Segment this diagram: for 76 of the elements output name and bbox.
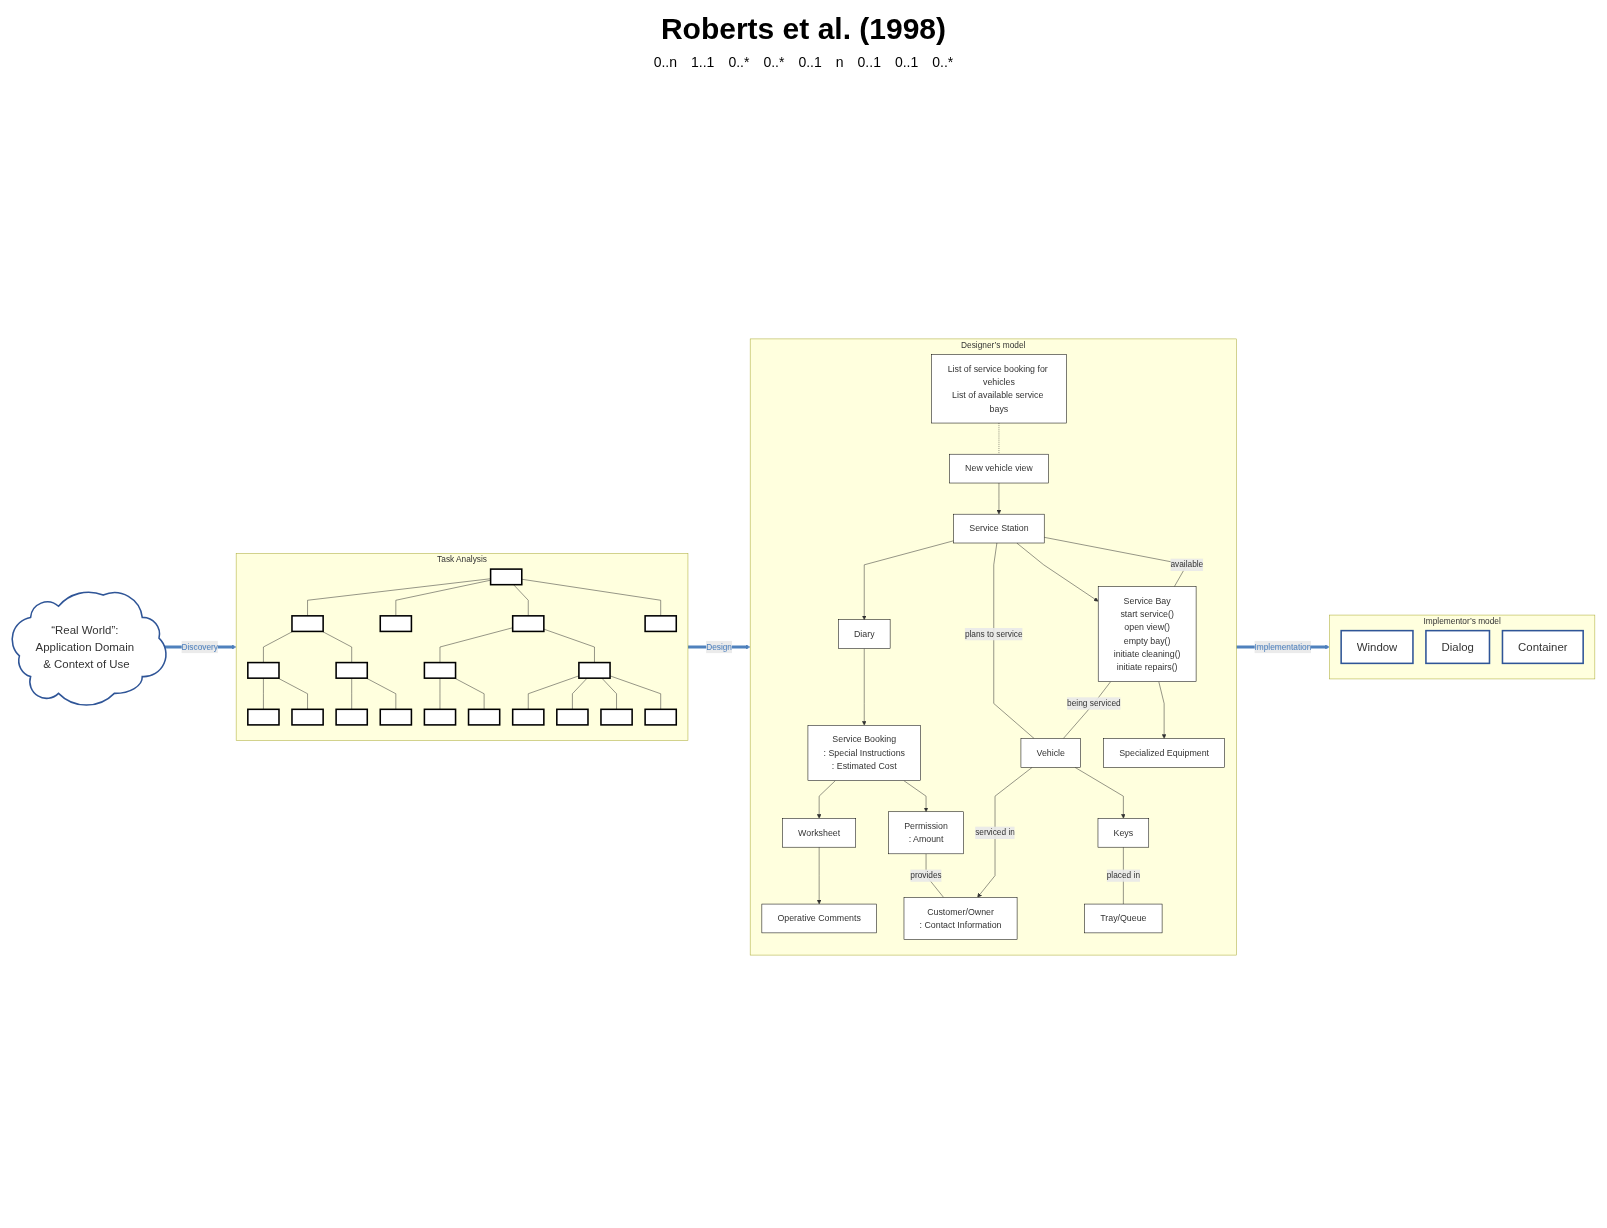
node-box: Keys xyxy=(1097,818,1149,848)
connector xyxy=(528,675,580,710)
node-box: New vehicle view xyxy=(949,453,1049,484)
multiplicity-label: 0..* xyxy=(763,54,785,70)
connector xyxy=(395,579,491,617)
node-box xyxy=(644,708,678,726)
connector xyxy=(998,422,1000,455)
node-box: Service Booking : Special Instructions : Estimated Cost xyxy=(807,725,921,781)
node-box: Container xyxy=(1501,629,1584,665)
node-box: List of service booking for vehicles List of available service bays xyxy=(931,354,1067,424)
edge-label: provides xyxy=(910,870,942,880)
connector xyxy=(513,584,529,617)
connector xyxy=(439,677,441,710)
node-box: Worksheet xyxy=(782,818,856,848)
edge-label: serviced in xyxy=(975,828,1015,837)
connector xyxy=(322,631,352,663)
edge-label: placed in xyxy=(1106,870,1140,880)
multiplicity-label: 0..n xyxy=(653,54,678,70)
node-box: Window xyxy=(1340,629,1414,665)
edge-label: being serviced xyxy=(1067,698,1121,708)
node-box xyxy=(379,708,413,726)
node-box: Service Bay start service() open view() empty bay() initiate cleaning() initiate repairs() xyxy=(1097,586,1197,682)
citation-heading: Roberts et al. (1998) xyxy=(660,12,947,45)
node-box xyxy=(379,615,413,633)
multiplicity-label: 0..* xyxy=(728,54,750,70)
node-box: Tray/Queue xyxy=(1084,903,1163,934)
node-box xyxy=(644,615,678,633)
node-box xyxy=(556,708,589,726)
edge-label: Implementation xyxy=(1254,642,1312,652)
node-box xyxy=(247,708,280,726)
edge-label: plans to service xyxy=(964,629,1023,639)
node-box: Vehicle xyxy=(1020,738,1081,768)
node-box xyxy=(467,708,501,726)
connector xyxy=(277,677,308,710)
connector xyxy=(543,628,595,663)
node-box: Diary xyxy=(838,619,891,649)
multiplicity-label: 1..1 xyxy=(691,54,715,70)
node-box xyxy=(511,708,545,726)
connector xyxy=(439,627,513,663)
edge-label: Discovery xyxy=(181,642,218,652)
node-box: Dialog xyxy=(1425,629,1491,665)
node-box xyxy=(247,661,280,679)
multiplicity-label: 0..1 xyxy=(857,54,881,70)
connector xyxy=(263,631,294,663)
node-box: Operative Comments xyxy=(761,903,877,934)
multiplicity-label: 0..1 xyxy=(894,54,919,70)
node-box xyxy=(335,661,369,679)
connector xyxy=(366,677,397,710)
connector xyxy=(601,677,617,710)
edge-label: Design xyxy=(706,642,732,652)
connector xyxy=(454,677,485,710)
node-box xyxy=(578,661,611,679)
connector xyxy=(351,677,352,710)
node-box xyxy=(489,568,523,586)
connector xyxy=(609,675,661,710)
edge-label: available xyxy=(1170,560,1204,569)
node-box: Permission : Amount xyxy=(888,811,964,855)
cluster: Task Analysis xyxy=(235,553,689,741)
connector xyxy=(572,677,588,710)
node-box: Specialized Equipment xyxy=(1103,738,1225,768)
connector xyxy=(993,542,1035,739)
node-box xyxy=(600,708,633,726)
node-box xyxy=(335,708,369,726)
node-box xyxy=(291,615,324,633)
connector xyxy=(521,579,661,617)
multiplicity-label: 0..* xyxy=(932,54,954,70)
multiplicity-label: 0..1 xyxy=(798,54,822,70)
node-box xyxy=(291,708,324,726)
connector xyxy=(307,578,491,617)
multiplicity-label: n xyxy=(835,54,844,70)
node-box: Customer/Owner : Contact Information xyxy=(903,897,1018,940)
node-box xyxy=(423,708,457,726)
connector xyxy=(263,677,264,710)
node-box: Service Station xyxy=(953,513,1045,544)
node-box xyxy=(511,615,545,633)
node-box xyxy=(423,661,457,679)
